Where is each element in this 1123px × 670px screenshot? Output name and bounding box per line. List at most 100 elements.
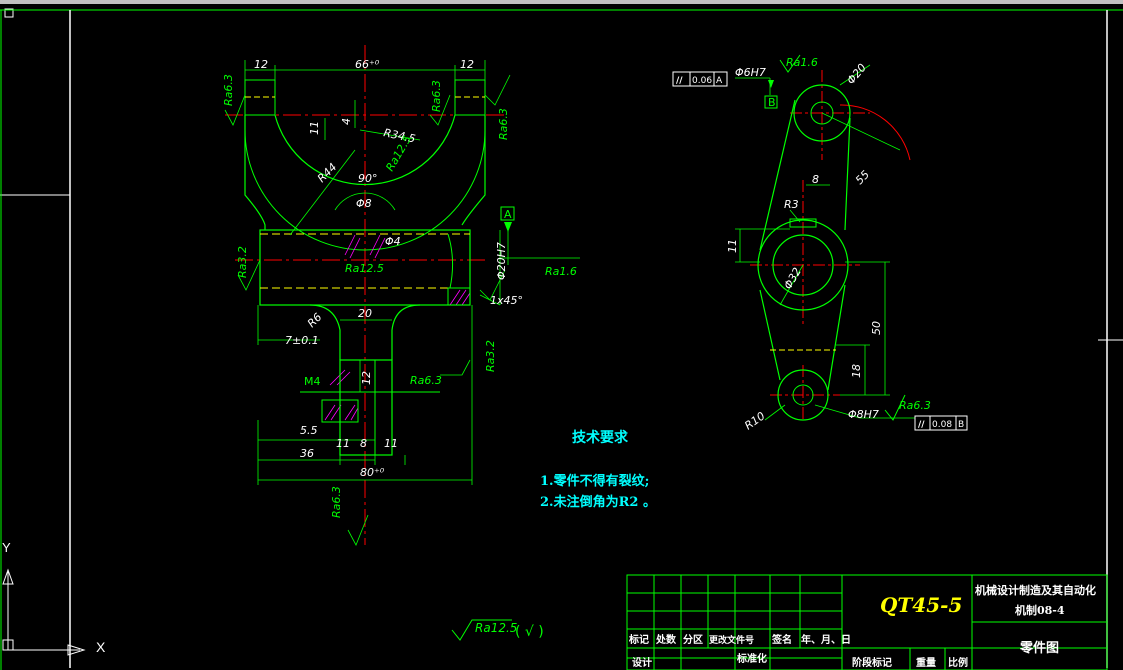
- dim-11-a: 11: [336, 437, 350, 450]
- bottom-boss: [777, 369, 829, 421]
- side-ra16: Ra1.6: [786, 56, 818, 69]
- dim-18: 18: [850, 364, 863, 378]
- ucs-y-label: Y: [2, 540, 11, 555]
- tol-top-symbol: //: [676, 76, 683, 86]
- arc-r55-centerline: [839, 104, 911, 161]
- dim-phi20h7: Φ20H7: [495, 242, 508, 280]
- front-view: A 12 66⁺⁰ 12 11 4 R34.5 R44 90° Φ8 Φ4 Φ2…: [222, 45, 580, 546]
- ra63-mid: Ra6.3: [410, 374, 442, 387]
- hub-body: [259, 229, 471, 306]
- tol-top-value: 0.06: [692, 76, 712, 86]
- general-roughness-paren: ( √ ): [515, 624, 544, 640]
- top-boss: [793, 84, 851, 142]
- hdr-mark: 标记: [628, 633, 649, 646]
- ra63-bottom: Ra6.3: [330, 486, 343, 518]
- tolerance-frame-top: // 0.06 A: [672, 71, 728, 87]
- datum-b-arrow: [768, 80, 774, 88]
- hdr-doc: 更改文件号: [709, 634, 754, 646]
- front-dimension-lines: [244, 60, 580, 485]
- dim-phi20: Φ20: [844, 61, 869, 87]
- dim-12-right: 12: [460, 58, 474, 71]
- lower-stem: [339, 359, 393, 456]
- dim-12-left: 12: [254, 58, 268, 71]
- tol-bottom-datum: B: [958, 420, 964, 430]
- side-view: B // 0.06 A // 0.08 B Φ6H7 Ra1.6 Φ20 55 …: [672, 54, 968, 432]
- top-hole-phi6: [810, 101, 834, 125]
- row-design: 设计: [632, 656, 652, 669]
- dim-chamfer: 1x45°: [490, 294, 523, 307]
- hdr-date: 年、月、日: [801, 633, 851, 646]
- dim-phi8h7: Φ8H7: [848, 408, 879, 421]
- ra63-topleft: Ra6.3: [222, 74, 235, 106]
- chamfer-corner: [447, 287, 471, 306]
- general-roughness-value: Ra12.5: [475, 621, 517, 635]
- hdr-sign: 签名: [771, 633, 792, 646]
- section-hatch: [324, 234, 471, 421]
- viewport-corner-box: [4, 8, 14, 18]
- material-label: QT45-5: [880, 593, 962, 617]
- hdr-zone: 分区: [683, 633, 703, 646]
- ra32-low: Ra3.2: [484, 340, 497, 372]
- dim-7: 7±0.1: [285, 334, 319, 347]
- side-ra63: Ra6.3: [899, 399, 931, 412]
- ucs-x-label: X: [96, 639, 106, 655]
- general-roughness-mark: [451, 619, 512, 641]
- dim-50: 50: [870, 321, 883, 335]
- dim-80: 80⁺⁰: [360, 466, 385, 479]
- tol-bottom-symbol: //: [918, 420, 925, 430]
- school-line-2: 机制08-4: [1015, 603, 1065, 617]
- general-roughness: Ra12.5 ( √ ): [451, 619, 544, 641]
- dim-angle-90: 90°: [358, 172, 378, 185]
- hub-boss: [757, 219, 849, 311]
- dim-r3: R3: [784, 198, 799, 211]
- dim-20: 20: [358, 307, 372, 320]
- dim-11: 11: [308, 121, 321, 135]
- row-weight: 重量: [916, 656, 936, 669]
- datum-a-box: [500, 206, 515, 221]
- ra32-left: Ra3.2: [236, 246, 249, 278]
- dim-r10: R10: [742, 409, 767, 432]
- dim-12-mid: 12: [360, 371, 373, 385]
- keyway: [789, 218, 817, 228]
- ra16-right: Ra1.6: [545, 265, 577, 278]
- title-block: [626, 574, 1108, 670]
- tech-item-2: 2.未注倒角为R2 。: [540, 494, 656, 510]
- drawing-name: 零件图: [1019, 640, 1059, 656]
- dim-11-b: 11: [384, 437, 398, 450]
- ra63-right: Ra6.3: [497, 108, 510, 140]
- ucs-icon[interactable]: [2, 568, 86, 656]
- tol-bottom-value: 0.08: [932, 420, 952, 430]
- ra63-side-mark: [884, 394, 906, 421]
- dim-r6: R6: [305, 311, 325, 331]
- break-line: [447, 233, 454, 289]
- bottom-hole-phi8: [792, 384, 814, 406]
- threaded-hole-m4: [321, 399, 359, 423]
- tolerance-frame-bottom: // 0.08 B: [914, 415, 968, 431]
- roughness-marks-front: [224, 74, 511, 546]
- dim-phi8: Φ8: [356, 197, 372, 210]
- school-line-1: 机械设计制造及其自动化: [975, 583, 1096, 597]
- dim-66: 66⁺⁰: [355, 58, 380, 71]
- dim-5-5: 5.5: [300, 424, 318, 437]
- dim-r44: R44: [315, 161, 339, 185]
- body-outer-outline: [244, 115, 486, 230]
- dim-36: 36: [300, 447, 314, 460]
- tech-requirements: 技术要求 1.零件不得有裂纹; 2.未注倒角为R2 。: [540, 429, 656, 510]
- row-stage: 阶段标记: [852, 656, 892, 669]
- ra125-mid: Ra12.5: [345, 262, 384, 275]
- inner-arc-r34: [274, 114, 456, 186]
- datum-a-label: A: [504, 208, 512, 221]
- row-scale: 比例: [948, 656, 968, 669]
- dim-phi4: Φ4: [385, 235, 401, 248]
- dim-55: 55: [853, 168, 872, 187]
- tol-top-datum: A: [716, 76, 723, 86]
- title-block-headers: 标记 处数 分区 更改文件号 签名 年、月、日 设计 标准化 阶段标记 重量 比…: [628, 633, 968, 669]
- dim-side-11: 11: [726, 239, 739, 253]
- stem-fillets: [309, 304, 421, 360]
- hub-bore: [772, 234, 834, 296]
- row-standard: 标准化: [736, 652, 767, 665]
- arm-outlines: [759, 99, 851, 391]
- datum-b-box: [764, 95, 778, 109]
- label-m4: M4: [304, 375, 321, 388]
